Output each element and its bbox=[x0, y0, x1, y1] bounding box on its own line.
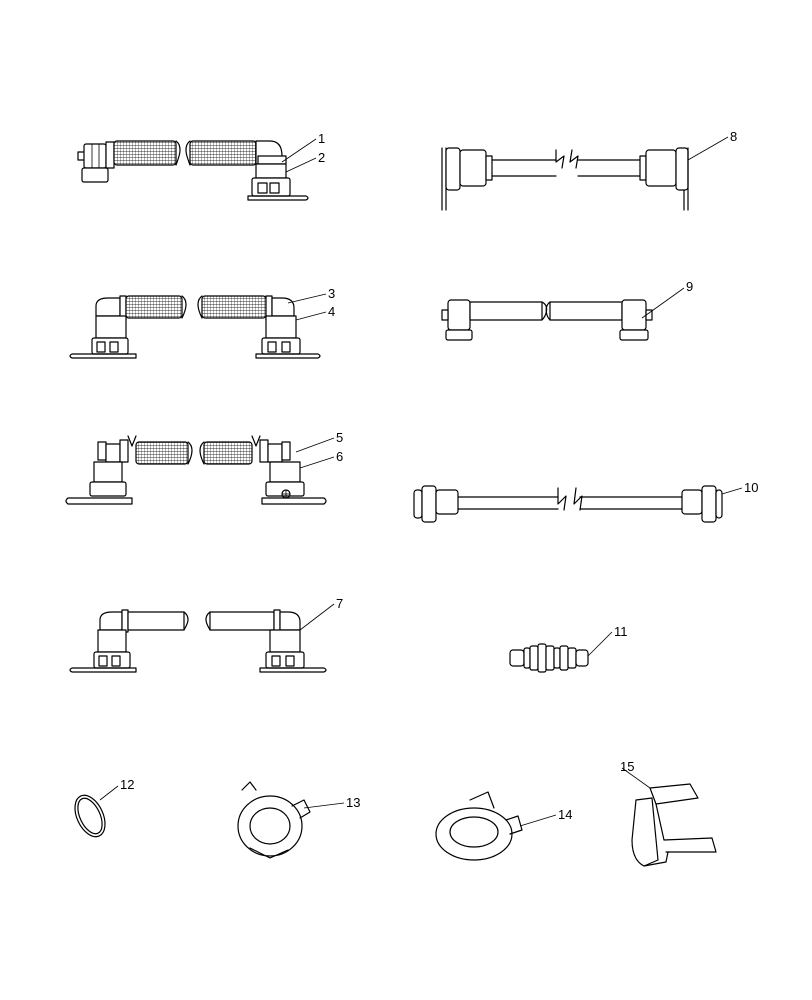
callout-13: 13 bbox=[346, 795, 360, 810]
hose-assembly-3 bbox=[69, 295, 321, 359]
callout-labels: 1 2 3 4 5 6 7 8 9 10 11 12 13 14 15 bbox=[120, 129, 758, 822]
callout-1: 1 bbox=[318, 131, 325, 146]
hose-assembly-8 bbox=[441, 147, 689, 211]
callout-8: 8 bbox=[730, 129, 737, 144]
hose-assembly-10 bbox=[413, 485, 723, 523]
hose-assembly-1 bbox=[77, 140, 309, 201]
callout-2: 2 bbox=[318, 150, 325, 165]
clip-13 bbox=[237, 781, 311, 859]
hose-assembly-9 bbox=[441, 299, 653, 341]
callout-4: 4 bbox=[328, 304, 335, 319]
callout-3: 3 bbox=[328, 286, 335, 301]
coupler-11 bbox=[509, 643, 589, 673]
cap-15 bbox=[631, 783, 717, 867]
callout-7: 7 bbox=[336, 596, 343, 611]
hose-assembly-5 bbox=[65, 435, 327, 505]
o-ring-12 bbox=[74, 794, 106, 838]
callout-15: 15 bbox=[620, 759, 634, 774]
leader-lines bbox=[99, 136, 743, 827]
callout-5: 5 bbox=[336, 430, 343, 445]
callout-9: 9 bbox=[686, 279, 693, 294]
callout-10: 10 bbox=[744, 480, 758, 495]
hose-assembly-7 bbox=[69, 609, 327, 673]
callout-12: 12 bbox=[120, 777, 134, 792]
callout-6: 6 bbox=[336, 449, 343, 464]
callout-11: 11 bbox=[614, 624, 628, 639]
callout-14: 14 bbox=[558, 807, 572, 822]
clip-14 bbox=[435, 791, 523, 861]
